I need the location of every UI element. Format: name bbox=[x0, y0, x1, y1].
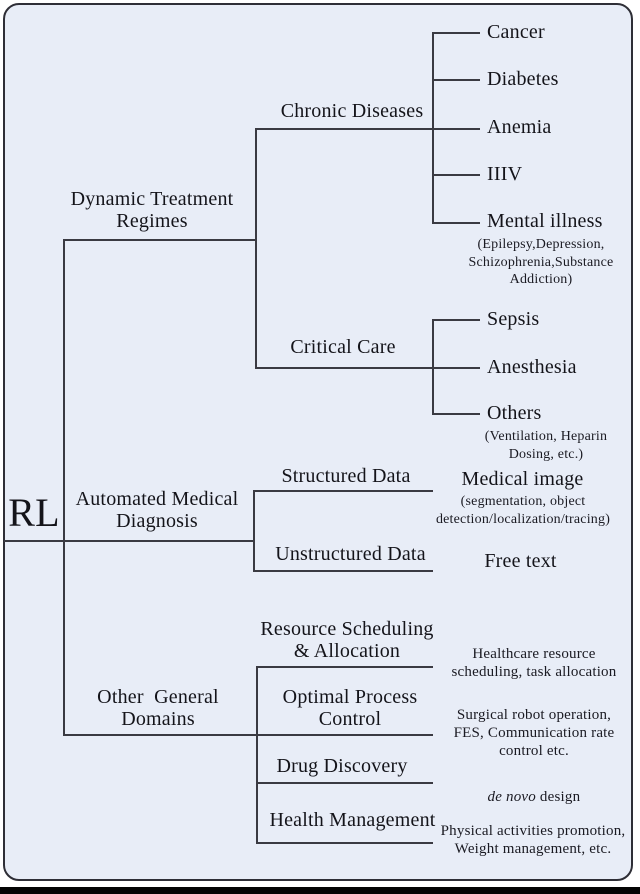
note-others: (Ventilation, Heparin Dosing, etc.) bbox=[484, 429, 608, 462]
note-de-novo-rest: design bbox=[535, 789, 581, 805]
result-medical-image: Medical image bbox=[461, 468, 584, 490]
node-other-general-domains: Other General Domains bbox=[97, 686, 219, 730]
connector-tick-mental-illness bbox=[432, 222, 480, 224]
node-hiv: IIIV bbox=[487, 163, 523, 185]
connector-tick-hiv bbox=[432, 174, 480, 176]
connector-ogd-underline bbox=[63, 734, 433, 736]
connector-structured-underline bbox=[253, 490, 433, 492]
connector-dtr-bracket bbox=[255, 128, 257, 369]
connector-rsa-underline bbox=[256, 666, 433, 668]
node-dynamic-treatment-regimes: Dynamic Treatment Regimes bbox=[70, 188, 234, 232]
node-sepsis: Sepsis bbox=[487, 308, 540, 330]
result-free-text: Free text bbox=[484, 550, 557, 572]
node-health-management: Health Management bbox=[269, 809, 436, 831]
node-diabetes: Diabetes bbox=[487, 68, 559, 90]
node-root-rl: RL bbox=[8, 490, 60, 535]
connector-amd-bracket bbox=[253, 490, 255, 571]
node-anesthesia: Anesthesia bbox=[487, 356, 577, 378]
node-cancer: Cancer bbox=[487, 21, 545, 43]
connector-chronic-bracket bbox=[432, 32, 434, 223]
node-optimal-process-control: Optimal Process Control bbox=[282, 686, 418, 730]
connector-dtr-underline bbox=[63, 239, 256, 241]
node-unstructured-data: Unstructured Data bbox=[275, 543, 426, 565]
node-anemia: Anemia bbox=[487, 116, 552, 138]
node-others: Others bbox=[487, 402, 542, 424]
note-drug-discovery: de novo design bbox=[436, 770, 616, 824]
node-mental-illness: Mental illness bbox=[487, 210, 603, 232]
note-health-management: Physical activities promotion, Weight ma… bbox=[440, 823, 626, 857]
bottom-black-bar bbox=[0, 887, 640, 894]
note-resource-scheduling: Healthcare resource scheduling, task all… bbox=[451, 646, 617, 680]
note-de-novo-italic: de novo bbox=[487, 789, 536, 805]
connector-critical-underline bbox=[255, 367, 480, 369]
connector-amd-underline bbox=[4, 540, 254, 542]
connector-chronic-underline bbox=[255, 128, 480, 130]
note-mental-illness: (Epilepsy,Depression, Schizophrenia,Subs… bbox=[468, 237, 614, 287]
node-resource-scheduling-allocation: Resource Scheduling & Allocation bbox=[260, 618, 434, 662]
node-critical-care: Critical Care bbox=[290, 336, 396, 358]
connector-tick-sepsis bbox=[432, 319, 480, 321]
node-automated-medical-diagnosis: Automated Medical Diagnosis bbox=[75, 488, 239, 532]
connector-drug-underline bbox=[256, 782, 433, 784]
note-medical-image: (segmentation, object detection/localiza… bbox=[435, 494, 611, 527]
connector-health-underline bbox=[256, 842, 433, 844]
connector-tick-others bbox=[432, 413, 480, 415]
node-drug-discovery: Drug Discovery bbox=[276, 755, 408, 777]
connector-tick-cancer bbox=[432, 32, 480, 34]
node-structured-data: Structured Data bbox=[281, 465, 411, 487]
connector-critical-bracket bbox=[432, 319, 434, 414]
connector-tick-diabetes bbox=[432, 79, 480, 81]
connector-root-trunk bbox=[63, 239, 65, 734]
note-optimal-process-control: Surgical robot operation, FES, Communica… bbox=[453, 707, 615, 759]
connector-unstructured-underline bbox=[253, 570, 433, 572]
node-chronic-diseases: Chronic Diseases bbox=[280, 100, 424, 122]
connector-ogd-bracket bbox=[256, 666, 258, 844]
